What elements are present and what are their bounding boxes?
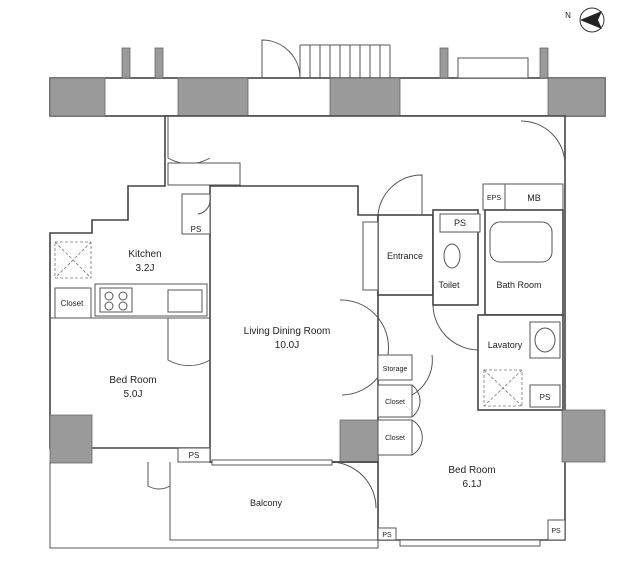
ps-toilet-box (439, 213, 481, 233)
post-3 (439, 47, 449, 79)
column-top-2 (177, 77, 249, 117)
bottom-window (399, 539, 541, 547)
closet-left-box (54, 287, 92, 319)
bedroom-left-door (167, 318, 211, 367)
closet-2-box (377, 419, 413, 456)
kitchen-sink (167, 289, 203, 313)
shoe-cabinet (362, 221, 379, 291)
balcony-label: Balcony (250, 498, 283, 508)
ps-kitchen-box (181, 193, 211, 235)
storage-label: Storage (383, 366, 408, 373)
ldr-size: 10.0J (275, 340, 299, 351)
toilet-bowl (443, 243, 461, 269)
eps-mb-box (482, 183, 564, 211)
closet-1-box (377, 384, 413, 418)
ps-bottom-left-label: PS (382, 532, 392, 539)
ps-toilet-label: PS (454, 218, 466, 228)
top-door-swing (261, 39, 301, 79)
column-top-left (49, 77, 106, 117)
post-4 (539, 47, 549, 79)
storage-box (377, 354, 413, 381)
column-top-right (547, 77, 606, 117)
bed-right-size: 6.1J (463, 479, 482, 490)
column-right-bottom (561, 409, 606, 463)
stove (99, 287, 133, 313)
ps-left-label: PS (189, 451, 200, 460)
balcony-window (211, 459, 333, 466)
right-top-door (520, 120, 566, 166)
bed-left-size: 5.0J (124, 389, 143, 400)
bed-right-name: Bed Room (448, 465, 495, 476)
toilet-label: Toilet (438, 280, 460, 290)
kitchen-size: 3.2J (136, 263, 155, 274)
ps-lavatory-label: PS (540, 393, 551, 402)
column-top-3 (329, 77, 401, 117)
shoe-rack (167, 162, 241, 186)
compass-letter: N (565, 11, 571, 20)
bath-label: Bath Room (496, 280, 541, 290)
fridge-space (54, 241, 92, 279)
eps-label: EPS (487, 195, 501, 202)
top-louvers (299, 44, 391, 78)
mb-label: MB (527, 193, 541, 203)
lavatory-label: Lavatory (488, 340, 523, 350)
entrance-label: Entrance (387, 251, 423, 261)
closet-1-label: Closet (385, 399, 405, 406)
column-left-bottom (49, 414, 93, 464)
corridor-outer (49, 77, 606, 117)
kitchen-name: Kitchen (128, 249, 161, 260)
washer-space (483, 369, 523, 407)
north-arrow-icon: N (565, 7, 605, 33)
bedroom-right-door (411, 354, 433, 396)
closet-left-label: Closet (61, 299, 84, 308)
balcony-outline (49, 462, 379, 549)
ps-lavatory-box (529, 384, 561, 408)
lavatory-door (432, 304, 479, 351)
ldr-door-swing (339, 299, 389, 396)
bathtub (489, 221, 553, 263)
ldr-name: Living Dining Room (244, 326, 331, 337)
closet-2-label: Closet (385, 435, 405, 442)
ps-box-bottom-left (377, 527, 397, 541)
ps-box-left (177, 447, 211, 463)
top-outdoor-unit (457, 57, 529, 79)
ps-kitchen-label: PS (191, 225, 202, 234)
post-1 (121, 47, 131, 79)
ps-bottom-right-label: PS (551, 528, 561, 535)
ps-box-bottom-right (547, 519, 566, 541)
entrance-door (377, 174, 423, 216)
bed-left-name: Bed Room (109, 375, 156, 386)
column-mid-bottom (339, 419, 379, 463)
balcony-door-swing (329, 461, 377, 509)
post-2 (154, 47, 164, 79)
